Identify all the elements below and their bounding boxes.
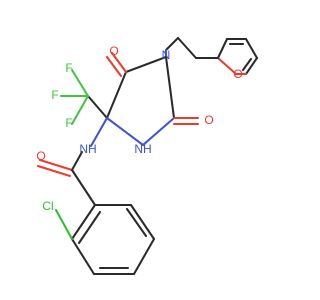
bond-furan-3: [244, 37, 259, 60]
ring-carbonyl-oxygen-top-label: O: [109, 44, 118, 58]
ring-nitrogen-label: N: [162, 48, 171, 62]
fluorine-top-label: F: [65, 61, 72, 75]
chlorine-label: Cl: [42, 199, 53, 213]
bond-aryl-cl: [54, 208, 74, 241]
fluorine-bottom-label: F: [65, 116, 72, 130]
bond-amide-co-2: [36, 164, 72, 178]
ring-nh-label: NH: [134, 142, 151, 156]
bond-benzene-4: [132, 237, 156, 276]
bond-amide-co-1: [38, 158, 74, 172]
bond-c4-cf3: [86, 94, 109, 120]
bond-ch2-n: [164, 36, 180, 52]
bond-benzene-double-1: [77, 210, 102, 245]
bond-c5-o-2: [105, 55, 123, 78]
molecule-canvas: O N O O NH NH O F F F Cl: [36, 36, 259, 276]
bond-furan-1: [216, 37, 229, 60]
bond-benzene-double-3: [125, 207, 148, 238]
bond-c5-o-1: [110, 51, 128, 74]
bond-benzene-1: [70, 203, 97, 241]
bond-ch2-link: [176, 36, 198, 60]
bond-furan-4: [244, 56, 259, 76]
bond-furan-double-2: [241, 57, 253, 72]
bond-c5-c4: [105, 70, 128, 120]
amide-oxygen-label: O: [36, 149, 45, 163]
bond-amide-n-c: [70, 150, 84, 172]
bond-c2-n: [164, 55, 176, 120]
bond-nh-c2: [141, 116, 176, 147]
bond-carbonyl-aryl: [70, 168, 97, 207]
bond-benzene-5: [129, 203, 156, 241]
molecule-diagram: O N O O NH NH O F F F Cl: [36, 36, 259, 276]
bond-c4-nh: [105, 116, 145, 147]
bond-n-c5: [124, 55, 168, 74]
ring-carbonyl-oxygen-right-label: O: [204, 113, 213, 127]
bond-cf3-f1: [70, 68, 90, 98]
bond-furan-o-2: [216, 56, 238, 76]
fluorine-left-label: F: [51, 88, 58, 102]
bond-benzene-2: [70, 237, 96, 276]
furan-oxygen-label: O: [233, 67, 242, 81]
bond-cf3-f3: [70, 94, 90, 126]
amide-nh-label: NH: [79, 142, 96, 156]
bond-c4-amide-n: [89, 116, 109, 148]
